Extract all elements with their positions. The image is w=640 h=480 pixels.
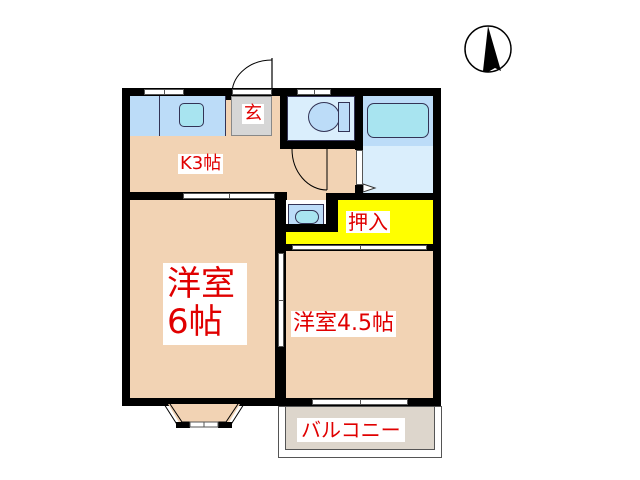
toilet-bowl-icon	[308, 102, 340, 132]
closet-lower	[286, 232, 433, 244]
room-label-western-6-line1: 洋室	[167, 264, 235, 304]
room-label-western-6-line2: 6帖	[167, 302, 223, 342]
entrance-door	[232, 89, 272, 95]
window-balcony	[312, 399, 408, 405]
wall-toilet-bottom	[280, 141, 360, 149]
door-closet-slide	[292, 245, 427, 250]
sink-icon	[179, 103, 204, 127]
room-label-western-6: 洋室 6帖	[163, 263, 247, 345]
wall-washbasin-right	[326, 193, 338, 231]
toilet-door-swing	[290, 147, 330, 192]
hallway-floor	[272, 150, 362, 200]
compass	[463, 24, 513, 74]
bath-door-arrow-icon	[362, 178, 377, 193]
counter-divider	[159, 96, 160, 136]
wall-washbasin-bottom	[280, 224, 338, 232]
wall-bath-bottom	[330, 193, 440, 200]
wall-left	[122, 88, 130, 406]
bathtub-icon	[367, 103, 429, 138]
window-toilet	[297, 89, 331, 95]
room-label-balcony: バルコニー	[297, 418, 405, 442]
room-label-kitchen: K3帖	[178, 153, 224, 174]
bath-washing-area	[363, 146, 433, 193]
kitchen-counter	[130, 96, 226, 136]
toilet-tank-icon	[338, 102, 350, 132]
room-label-entrance: 玄	[242, 103, 264, 124]
room-label-western-4.5: 洋室4.5帖	[291, 311, 396, 337]
wall-entrance-left	[226, 96, 231, 100]
north-arrow-icon	[464, 25, 512, 73]
bath-door	[356, 150, 363, 185]
door-room45-slide	[278, 253, 284, 347]
wall-toilet-left	[280, 88, 287, 148]
wall-bath-lower-left	[355, 185, 363, 200]
door-room6-slide	[183, 193, 275, 199]
room-label-closet: 押入	[346, 210, 390, 234]
entrance-door-swing	[228, 58, 273, 94]
bay-window	[160, 398, 250, 430]
window-kitchen	[144, 89, 184, 95]
washbasin-icon	[295, 210, 319, 224]
wall-bath-left	[355, 88, 363, 150]
